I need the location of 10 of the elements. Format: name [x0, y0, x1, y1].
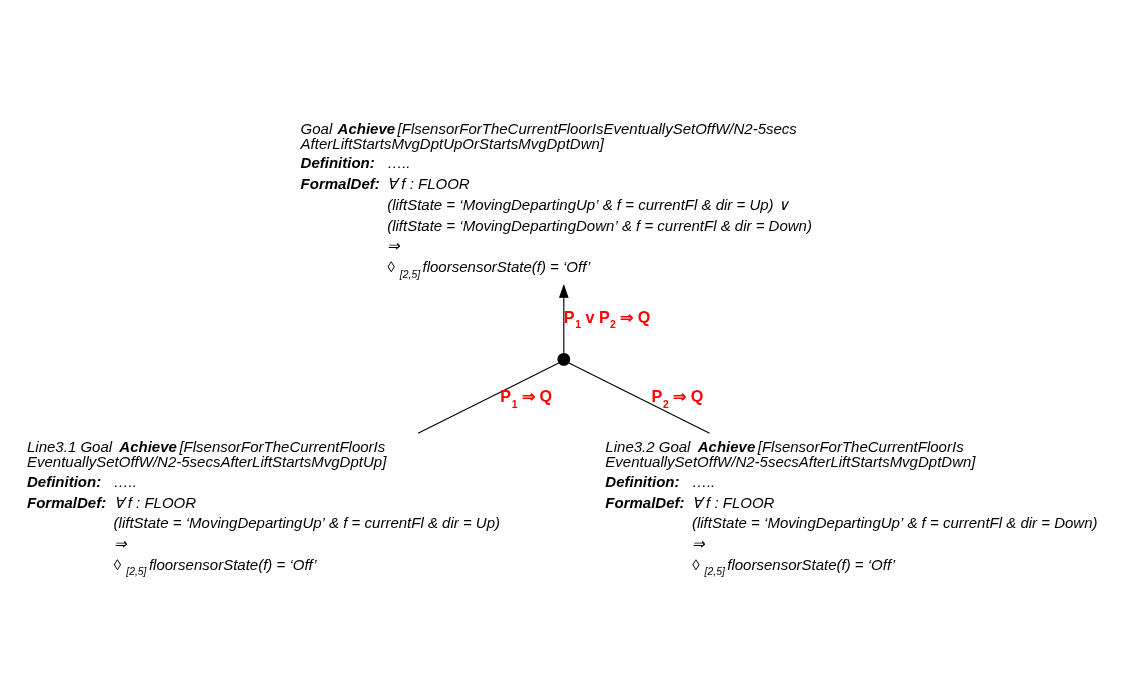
edge-label: P$_{1}$ v P$_{2}$ ⇒ Q [563, 307, 651, 331]
edge-label: P$_{1}$ ⇒ Q [500, 387, 553, 410]
node-circle [557, 353, 571, 366]
node-text: Goal Achieve[FlsensorForTheCurrentFloorIsEventuallySetOffW/N2-5secs AfterLiftStartsMvgDptUpOrStartsMvgDptDwn] Definition: ….. FormalDef: ∀ f : FLOOR (liftState = ‘MovingDepartingUp’ & f = currentFl & dir = Up) ∨ (liftState = ‘MovingDepartingDown’ & f = currentFl & dir = Down) ⇒ ◊ $_{[2,5]}$ floorsensorState(f) = ‘Off’ [300, 119, 812, 280]
arrow [558, 283, 569, 355]
connector [417, 362, 560, 434]
node-text: Line3.1 Goal Achieve[FlsensorForTheCurrentFloorIs EventuallySetOffW/N2-5secsAfterLiftStartsMvgDptUp] Definition: ….. FormalDef: ∀ f : FLOOR (liftState = ‘MovingDepartingUp’ & f = currentFl & dir = Up) ⇒ ◊ $_{[2,5]}$ floorsensorState(f) = ‘Off’ [27, 438, 501, 578]
node-text: Line3.2 Goal Achieve[FlsensorForTheCurrentFloorIs EventuallySetOffW/N2-5secsAfterLiftStartsMvgDptDwn] Definition: ….. FormalDef: ∀ f : FLOOR (liftState = ‘MovingDepartingUp’ & f = currentFl & dir = Down) ⇒ ◊ $_{[2,5]}$ floorsensorState(f) = ‘Off’ [605, 438, 1098, 578]
edge-label: P$_{2}$ ⇒ Q [651, 387, 704, 410]
connector [568, 362, 711, 434]
